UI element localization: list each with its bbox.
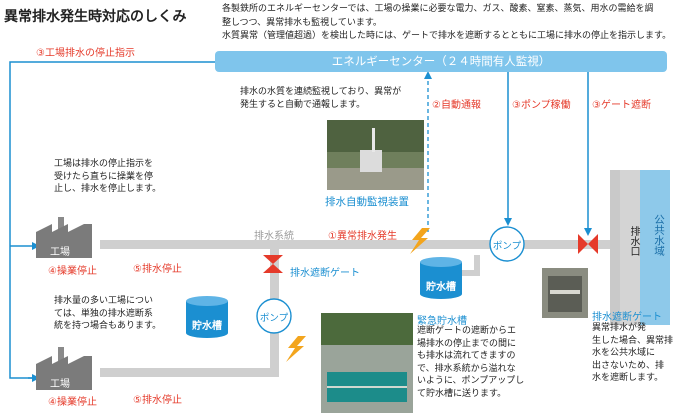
step-pump-operation: ③ポンプ稼働 — [512, 100, 571, 111]
step-operation-stop-top: ④操業停止 — [48, 266, 97, 277]
monitor-description: 排水の水質を連続監視しており、異常が 発生すると自動で通報します。 — [240, 86, 425, 111]
emergency-tank-text: 遮断ゲートの遮断からエ 場排水の停止までの間に も排水は流れてきますの で、排水… — [417, 325, 539, 400]
monitor-description-line-1: 排水の水質を連続監視しており、異常が — [240, 87, 402, 97]
factory-note-top: 工場は排水の停止指示を 受けたら直ちに操業を停 止し、排水を停止します。 — [54, 158, 194, 196]
factory-note-top-line-3: 止し、排水を停止します。 — [54, 184, 162, 194]
tank-label-right: 貯水槽 — [426, 282, 456, 293]
gate-text: 異常排水が発 生した場合、異常排 水を公共水域に 出さないため、排 水を遮断しま… — [592, 322, 678, 385]
factory-bottom — [36, 347, 92, 390]
emergency-text-line-5: いように、ポンプアップし — [417, 376, 525, 386]
description-line-1: 各製鉄所のエネルギーセンターでは、工場の操業に必要な電力、ガス、酸素、窒素、蒸気… — [222, 4, 654, 14]
pump-left — [256, 298, 292, 334]
drain-pipe-bottom — [100, 368, 278, 377]
pump-right — [489, 226, 525, 262]
page-title: 異常排水発生時対応のしくみ — [4, 9, 187, 25]
public-water-label: 公共水域 — [653, 214, 665, 256]
gate-right — [578, 234, 598, 254]
outlet-block — [610, 170, 620, 325]
gate-text-line-5: 水を遮断します。 — [592, 373, 664, 383]
pump-label-left: ポンプ — [259, 313, 289, 324]
emergency-text-line-2: 場排水の停止までの間に — [417, 338, 517, 349]
emergency-tank-photo — [321, 313, 413, 413]
step-drain-stop-top: ⑤排水停止 — [133, 264, 182, 275]
gate-middle — [263, 255, 283, 273]
description: 各製鉄所のエネルギーセンターでは、工場の操業に必要な電力、ガス、酸素、窒素、蒸気… — [222, 3, 677, 44]
instruction-line — [9, 61, 215, 379]
factory-note-top-line-1: 工場は排水の停止指示を — [54, 159, 154, 169]
energy-center-bar: エネルギーセンター（２４時間有人監視） — [215, 51, 667, 72]
alert-bolt — [410, 228, 430, 254]
emergency-text-line-3: も排水は流れてきますの — [417, 351, 516, 361]
factory-label-bottom: 工場 — [50, 379, 70, 390]
step-operation-stop-bottom: ④操業停止 — [48, 397, 97, 408]
description-line-3: 水質異常（管理値超過）を検出した時には、ゲートで排水を遮断するとともに工場に排水… — [222, 31, 672, 41]
step-drain-stop-bottom: ⑤排水停止 — [133, 395, 182, 406]
emergency-text-line-4: で、排水系統から溢れな — [417, 363, 516, 374]
gate-text-line-4: 出さないため、排 — [592, 360, 665, 371]
pump-pipe-2 — [460, 270, 480, 276]
step-abnormal-discharge: ①異常排水発生 — [328, 231, 397, 242]
tank-left — [186, 296, 228, 338]
factory-note-bottom-line-1: 排水量の多い工場につい — [54, 296, 154, 306]
pump-label-right: ポンプ — [492, 241, 522, 252]
drain-system-label: 排水系統 — [254, 231, 294, 242]
alert-bolt-bottom — [286, 336, 306, 362]
emergency-text-line-1: 遮断ゲートの遮断からエ — [417, 326, 517, 336]
gate-label: 排水遮断ゲート — [290, 268, 360, 279]
step-gate-shutoff: ③ゲート遮断 — [592, 100, 651, 111]
monitor-photo — [327, 120, 424, 190]
monitor-device-label: 排水自動監視装置 — [325, 196, 409, 208]
emergency-tank-title: 緊急貯水槽 — [417, 316, 467, 327]
description-line-2: 整しつつ、異常排水も監視しています。 — [222, 17, 382, 28]
tank-label-left: 貯水槽 — [192, 321, 222, 332]
pump-pipe — [474, 255, 480, 275]
public-water-block — [640, 170, 670, 325]
step-factory-stop-instruction: ③工場排水の停止指示 — [36, 48, 135, 59]
factory-note-bottom-line-2: ては、単独の排水遮断系 — [54, 308, 153, 319]
gate-text-line-3: 水を公共水域に — [592, 348, 656, 358]
factory-label-top: 工場 — [50, 247, 70, 258]
factory-top — [36, 217, 92, 258]
gate-photo — [542, 268, 588, 318]
drain-pipe-main — [100, 240, 610, 249]
emergency-text-line-6: て貯水槽に送ります。 — [417, 388, 507, 399]
monitor-description-line-2: 発生すると自動で通報します。 — [240, 99, 366, 110]
tank-right — [420, 257, 462, 299]
outlet-label: 排水口 — [628, 226, 639, 256]
factory-note-bottom-line-3: 統を持つ場合もあります。 — [54, 321, 162, 331]
gate-title: 排水遮断ゲート — [592, 312, 662, 323]
outlet-box — [620, 170, 640, 325]
factory-note-bottom: 排水量の多い工場につい ては、単独の排水遮断系 統を持つ場合もあります。 — [54, 295, 194, 333]
step-auto-report: ②自動通報 — [432, 100, 481, 111]
gate-text-line-2: 生した場合、異常排 — [592, 335, 674, 346]
gate-text-line-1: 異常排水が発 — [592, 323, 647, 333]
factory-note-top-line-2: 受けたら直ちに操業を停 — [54, 171, 154, 182]
